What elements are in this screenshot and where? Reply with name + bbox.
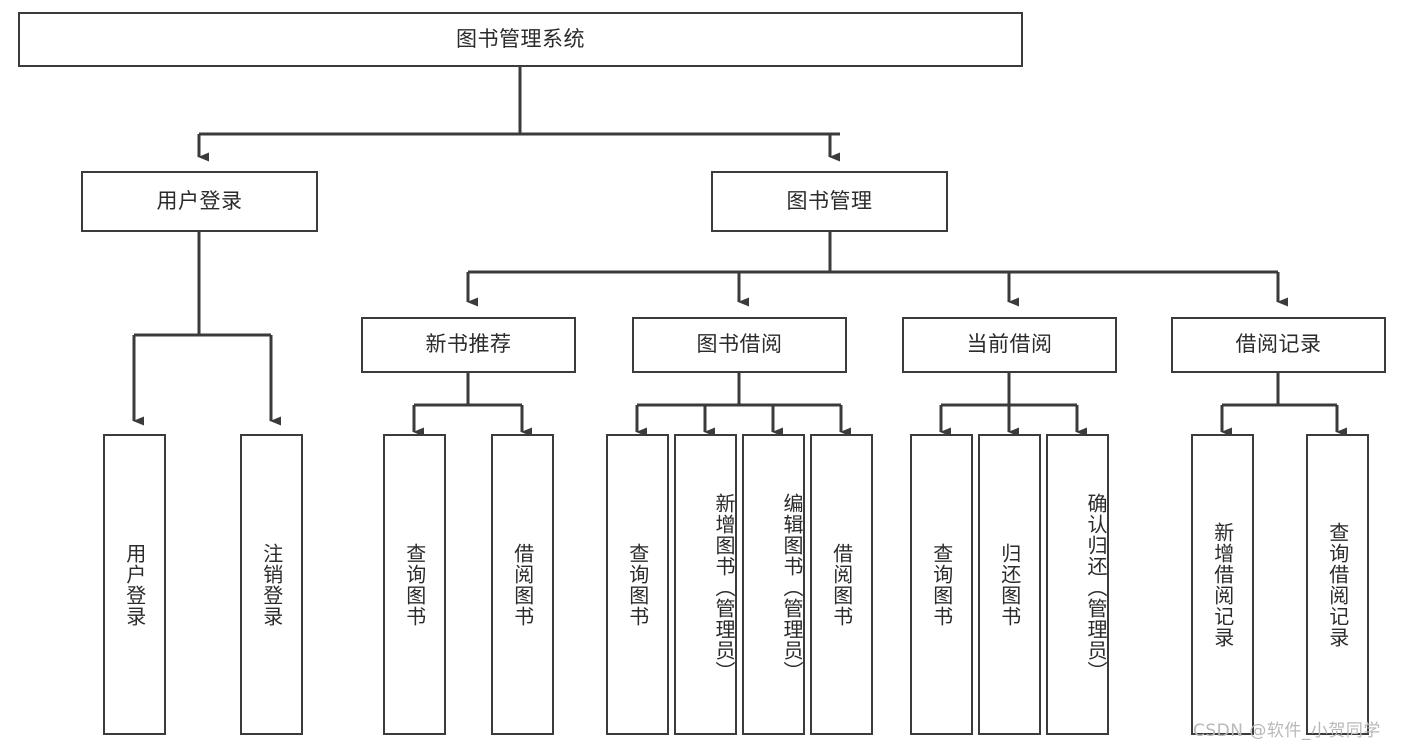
node-book-management[interactable]: 图书管理 xyxy=(711,171,948,232)
node-label: 新增借阅记录 xyxy=(1210,521,1235,648)
leaf-new-book-borrow[interactable]: 借阅图书 xyxy=(491,434,554,735)
leaf-borrow-edit-book-admin[interactable]: 编辑图书（管理员） xyxy=(742,434,805,735)
leaf-borrow-borrow-book[interactable]: 借阅图书 xyxy=(810,434,873,735)
node-label: 查询图书 xyxy=(625,542,650,627)
node-label: 编辑图书（管理员） xyxy=(780,493,804,682)
node-label: 用户登录 xyxy=(122,542,147,627)
node-label: 图书管理 xyxy=(786,188,873,213)
leaf-borrow-query-book[interactable]: 查询图书 xyxy=(606,434,669,735)
node-label: 借阅图书 xyxy=(510,542,535,627)
leaf-user-login-signin[interactable]: 用户登录 xyxy=(103,434,166,735)
node-borrow-record[interactable]: 借阅记录 xyxy=(1171,317,1386,373)
leaf-record-query-borrow-record[interactable]: 查询借阅记录 xyxy=(1306,434,1369,735)
node-label: 借阅记录 xyxy=(1235,332,1322,357)
leaf-user-login-signout[interactable]: 注销登录 xyxy=(240,434,303,735)
node-label: 新增图书（管理员） xyxy=(712,493,736,682)
node-root-book-management-system[interactable]: 图书管理系统 xyxy=(18,12,1023,67)
node-new-book-recommend[interactable]: 新书推荐 xyxy=(361,317,576,373)
node-label: 查询图书 xyxy=(929,542,954,627)
node-label: 确认归还（管理员） xyxy=(1084,493,1108,682)
leaf-borrow-add-book-admin[interactable]: 新增图书（管理员） xyxy=(674,434,737,735)
node-current-borrow[interactable]: 当前借阅 xyxy=(902,317,1117,373)
node-user-login[interactable]: 用户登录 xyxy=(81,171,318,232)
leaf-current-query-book[interactable]: 查询图书 xyxy=(910,434,973,735)
node-label: 注销登录 xyxy=(259,542,284,627)
node-label: 用户登录 xyxy=(156,188,243,213)
node-label: 查询图书 xyxy=(402,542,427,627)
leaf-new-book-query[interactable]: 查询图书 xyxy=(383,434,446,735)
node-label: 当前借阅 xyxy=(966,332,1053,357)
node-label: 图书借阅 xyxy=(696,332,783,357)
node-label: 图书管理系统 xyxy=(456,26,585,51)
node-label: 查询借阅记录 xyxy=(1325,521,1350,648)
leaf-current-confirm-return-admin[interactable]: 确认归还（管理员） xyxy=(1046,434,1109,735)
csdn-watermark: CSDN @软件_小贺同学 xyxy=(1193,721,1381,741)
node-label: 新书推荐 xyxy=(425,332,512,357)
node-book-borrow[interactable]: 图书借阅 xyxy=(632,317,847,373)
node-label: 借阅图书 xyxy=(829,542,854,627)
leaf-record-add-borrow-record[interactable]: 新增借阅记录 xyxy=(1191,434,1254,735)
node-label: 归还图书 xyxy=(997,542,1022,627)
leaf-current-return-book[interactable]: 归还图书 xyxy=(978,434,1041,735)
